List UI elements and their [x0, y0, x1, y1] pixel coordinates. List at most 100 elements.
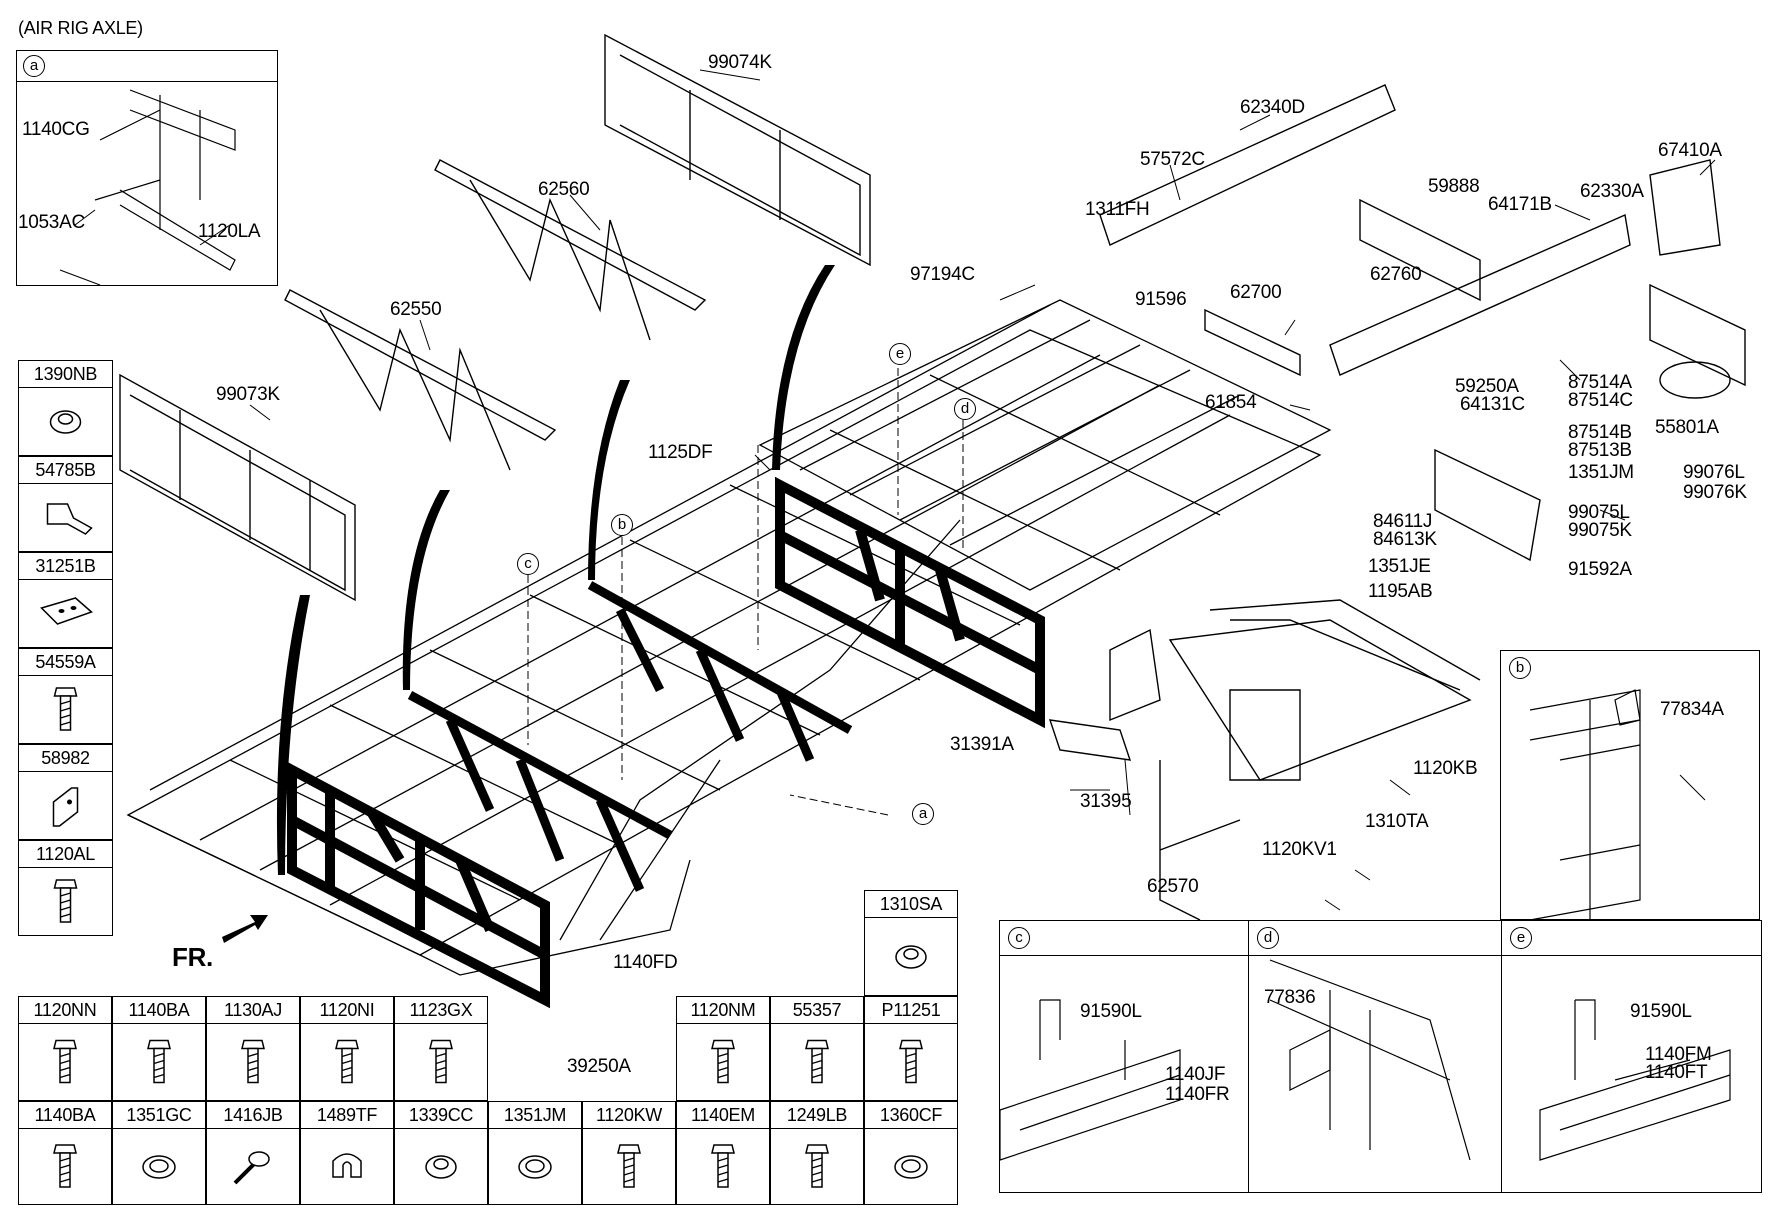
part-number-label: 1140BA [19, 1102, 111, 1129]
parts-table-cell: 1120NM [676, 996, 770, 1101]
part-number-label: 1360CF [865, 1102, 957, 1129]
callout: 64131C [1460, 394, 1525, 415]
part-number-label: 1120KW [583, 1102, 675, 1129]
callout: 62330A [1580, 181, 1644, 202]
callout: 59888 [1428, 176, 1480, 197]
parts-table-cell: 1351JM [488, 1101, 582, 1205]
parts-table-cell: 1351GC [112, 1101, 206, 1205]
callout: 1310TA [1365, 811, 1429, 832]
rivet-icon [233, 1151, 270, 1185]
part-number-label: 1339CC [395, 1102, 487, 1129]
bolt-icon [711, 1039, 735, 1084]
diagram-title: (AIR RIG AXLE) [18, 18, 143, 38]
washer-icon [518, 1155, 552, 1179]
callout: 62570 [1147, 876, 1199, 897]
parts-table-cell: 1416JB [206, 1101, 300, 1205]
callout: 1140JF [1165, 1064, 1226, 1085]
part-number-label: 1351JM [489, 1102, 581, 1129]
parts-table-cell: 1339CC [394, 1101, 488, 1205]
callout: 62340D [1240, 97, 1305, 118]
part-number-label: 58982 [19, 745, 112, 772]
detail-b-marker: b [611, 514, 633, 536]
details-cde-box: c d e [999, 920, 1762, 1193]
callout: 99075L [1568, 502, 1630, 523]
bracket-icon [52, 787, 79, 827]
callout: 39250A [567, 1056, 631, 1077]
part-number-label: 1489TF [301, 1102, 393, 1129]
callout: 97194C [910, 264, 975, 285]
callout: 62700 [1230, 282, 1282, 303]
callout: 87513B [1568, 440, 1632, 461]
callout: 1140FR [1165, 1084, 1230, 1105]
callout: 1140FM [1645, 1044, 1712, 1065]
bolt-icon [241, 1039, 265, 1084]
parts-table-cell: 1120NN [18, 996, 112, 1101]
part-number-label: 1130AJ [207, 997, 299, 1024]
detail-c-box-marker: c [1008, 927, 1030, 949]
callout: 87514A [1568, 372, 1632, 393]
detail-a-marker: a [23, 55, 45, 77]
callout: 99076L [1683, 462, 1745, 483]
callout: 62550 [390, 299, 442, 320]
part-number-label: 1120NN [19, 997, 111, 1024]
parts-table-cell: 54559A [18, 648, 113, 744]
callout: 99073K [216, 384, 280, 405]
callout: 1140CG [22, 119, 90, 140]
callout: 1140FD [613, 952, 678, 973]
part-number-label: P11251 [865, 997, 957, 1024]
nut-icon [895, 945, 927, 969]
callout: 57572C [1140, 149, 1205, 170]
callout: 1311FH [1085, 199, 1150, 220]
callout: 84611J [1373, 511, 1433, 532]
part-number-label: 1249LB [771, 1102, 863, 1129]
parts-table-cell: 58982 [18, 744, 113, 840]
part-number-label: 54785B [19, 457, 112, 484]
callout: 1140FT [1645, 1062, 1708, 1083]
part-number-label: 1120NM [677, 997, 769, 1024]
parts-table-cell: 1360CF [864, 1101, 958, 1205]
detail-b-box: b [1500, 650, 1760, 920]
part-number-label: 1390NB [19, 361, 112, 388]
bolt-icon [805, 1144, 829, 1188]
callout: 1120KB [1413, 758, 1478, 779]
washer-icon [894, 1155, 928, 1179]
bolt-icon [617, 1144, 641, 1188]
callout: 62560 [538, 179, 590, 200]
front-arrow-icon [222, 915, 268, 943]
callout: 31395 [1080, 791, 1132, 812]
callout: 1125DF [648, 442, 713, 463]
bolt-icon [429, 1039, 453, 1084]
bolt-icon [711, 1144, 735, 1188]
callout: 91596 [1135, 289, 1187, 310]
parts-table-cell: 1140BA [18, 1101, 112, 1205]
part-number-label: 1120AL [19, 841, 112, 868]
part-number-label: 31251B [19, 553, 112, 580]
detail-e-box-marker: e [1510, 927, 1532, 949]
callout: 99075K [1568, 520, 1632, 541]
parts-table-cell: 1489TF [300, 1101, 394, 1205]
bolt-icon [147, 1039, 171, 1084]
callout: 1053AC [18, 212, 85, 233]
callout: 91590L [1630, 1001, 1692, 1022]
clip-icon [332, 1153, 362, 1178]
detail-d-box-marker: d [1257, 927, 1279, 949]
pin-icon [46, 503, 93, 535]
part-number-label: 1140EM [677, 1102, 769, 1129]
parts-table-cell: 1120KW [582, 1101, 676, 1205]
callout: 84613K [1373, 529, 1437, 550]
callout: 59250A [1455, 376, 1519, 397]
bolt-icon [53, 1144, 77, 1188]
parts-table-cell: 54785B [18, 456, 113, 552]
nut-icon [425, 1155, 457, 1179]
nut-icon [49, 410, 82, 434]
detail-a-ref-marker: a [912, 803, 934, 825]
callout: 91592A [1568, 559, 1632, 580]
bolt-icon [53, 879, 78, 923]
part-number-label: 1140BA [113, 997, 205, 1024]
detail-e-marker: e [889, 343, 911, 365]
bolt-icon [335, 1039, 359, 1084]
parts-table-cell: 1249LB [770, 1101, 864, 1205]
parts-table-cell: 1140EM [676, 1101, 770, 1205]
parts-table-cell: 55357 [770, 996, 864, 1101]
